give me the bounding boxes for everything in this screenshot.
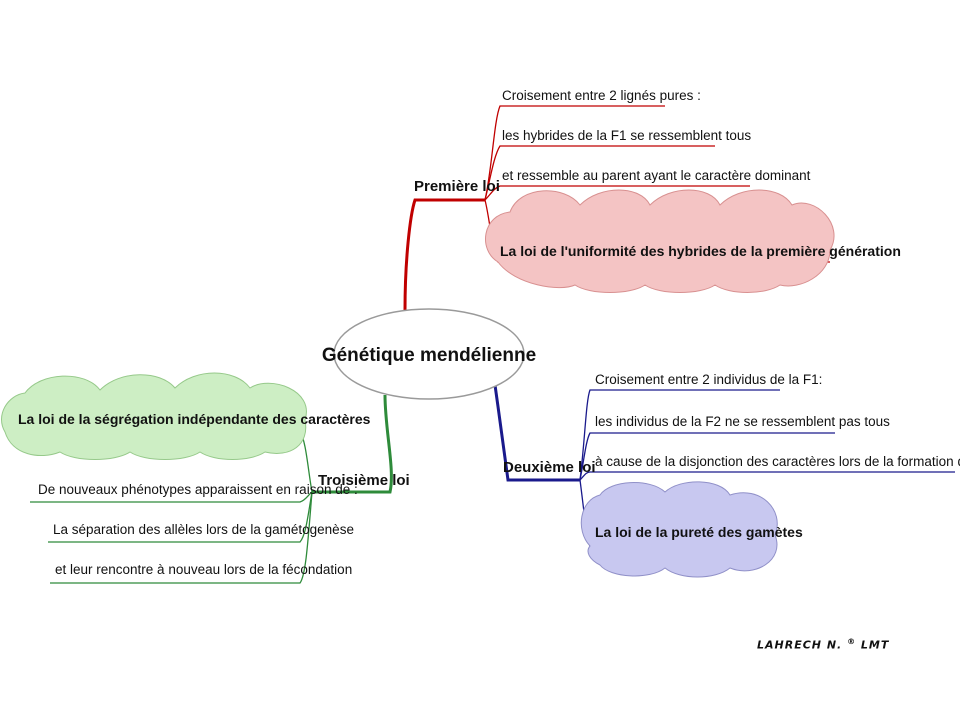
second-law-label: La loi de la pureté des gamètes: [595, 524, 803, 540]
first-branch-line-3: et ressemble au parent ayant le caractèr…: [502, 168, 811, 183]
first-branch-line-1: Croisement entre 2 lignés pures :: [502, 88, 701, 103]
author-signature: LAHRECH N. ® LMT: [757, 637, 907, 655]
connector-first-branch: [403, 198, 485, 311]
first-branch-label[interactable]: Première loi: [414, 178, 500, 195]
signature-author: LAHRECH N.: [757, 638, 843, 652]
third-law-cloud: [1, 372, 307, 460]
first-branch-line-2: les hybrides de la F1 se ressemblent tou…: [502, 128, 751, 143]
third-branch-line-2: La séparation des allèles lors de la gam…: [53, 522, 354, 537]
third-branch-label[interactable]: Troisième loi: [318, 472, 410, 489]
connector-third-branch: [312, 394, 393, 494]
signature-mark: ®: [847, 637, 857, 646]
second-branch-line-2: les individus de la F2 ne se ressemblent…: [595, 414, 890, 429]
connector-second-branch: [493, 384, 580, 482]
first-law-cloud: [485, 189, 835, 293]
first-law-label: La loi de l'uniformité des hybrides de l…: [500, 243, 901, 259]
third-law-label: La loi de la ségrégation indépendante de…: [18, 411, 371, 427]
signature-suffix: LMT: [860, 638, 890, 652]
second-branch-line-1: Croisement entre 2 individus de la F1:: [595, 372, 822, 387]
third-branch-sublines: [5, 431, 313, 584]
second-branch-line-3: à cause de la disjonction des caractères…: [595, 454, 960, 469]
central-topic-label: Génétique mendélienne: [322, 345, 536, 366]
third-branch-line-1: De nouveaux phénotypes apparaissent en r…: [38, 482, 358, 497]
second-law-cloud: [580, 481, 778, 578]
central-topic[interactable]: Génétique mendélienne: [322, 308, 536, 400]
third-branch-line-3: et leur rencontre à nouveau lors de la f…: [55, 562, 352, 577]
second-branch-label[interactable]: Deuxième loi: [503, 459, 596, 476]
central-topic-ellipse: [333, 308, 525, 400]
